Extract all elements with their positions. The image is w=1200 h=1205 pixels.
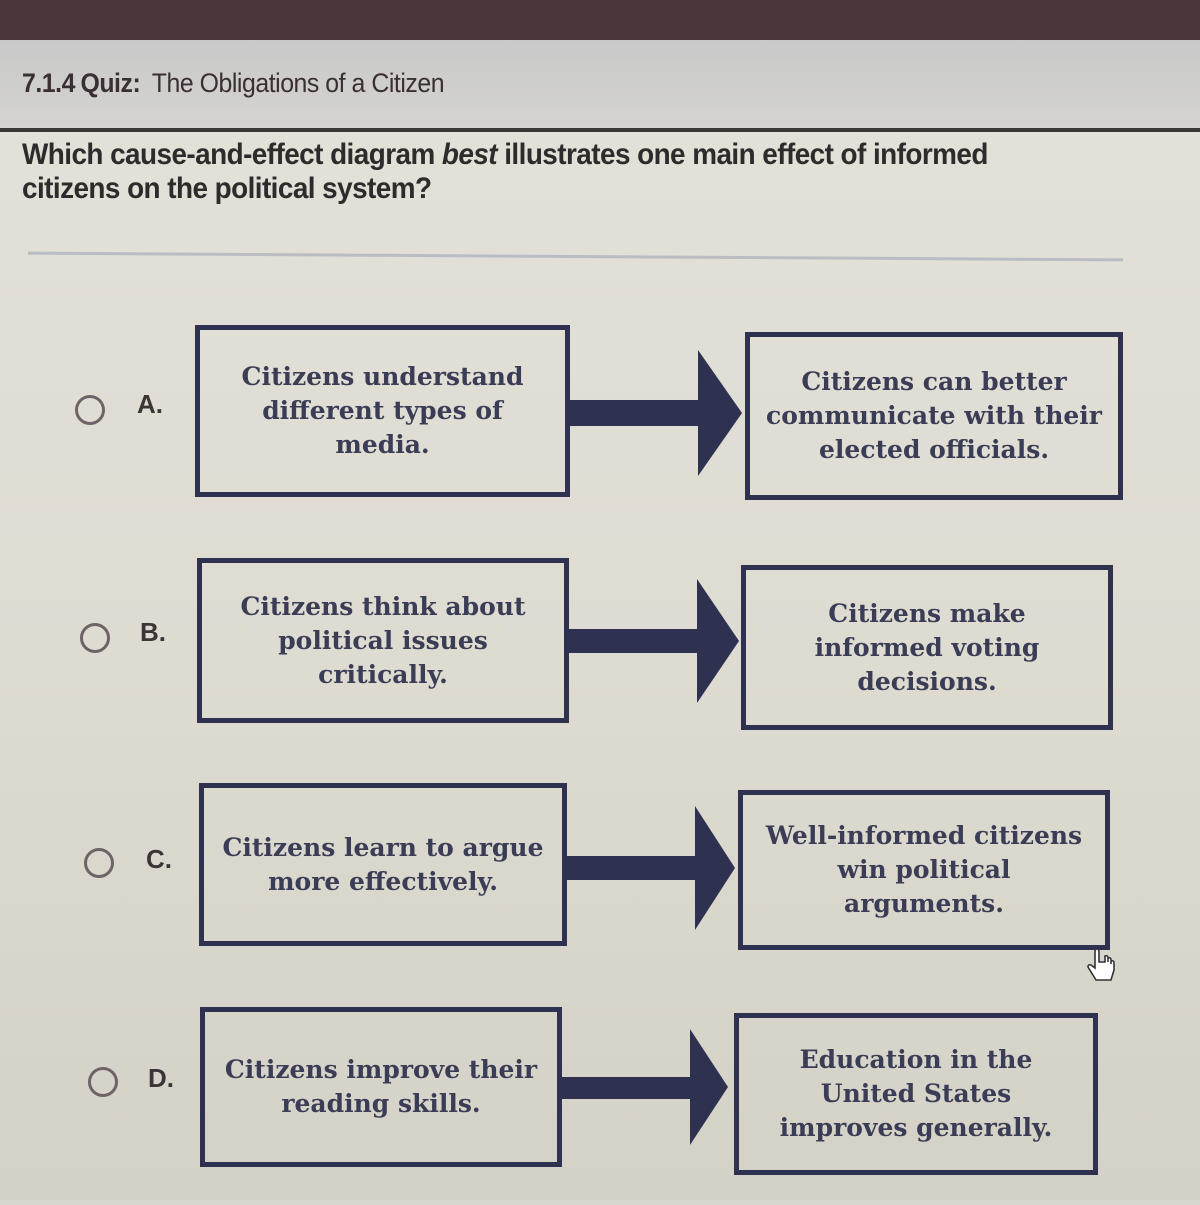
quiz-number: 7.1.4 [22, 68, 75, 98]
option-c[interactable]: C. Citizens learn to argue more effectiv… [0, 780, 1200, 980]
arrow-head [698, 350, 742, 476]
option-letter-c: C. [146, 844, 172, 874]
effect-text-b: Citizens make informed voting decisions. [814, 598, 1040, 696]
option-letter-a: A. [137, 389, 163, 419]
arrow-shaft [563, 856, 703, 880]
option-d[interactable]: D. Citizens improve their reading skills… [0, 1005, 1200, 1205]
arrow-shaft [566, 400, 706, 426]
cause-text-a: Citizens understand different types of m… [241, 362, 524, 459]
option-a[interactable]: A. Citizens understand different types o… [0, 320, 1200, 520]
quiz-title-text: The Obligations of a Citizen [151, 68, 445, 98]
arrow-right-icon [566, 350, 742, 476]
radio-button-a[interactable] [75, 395, 105, 425]
quiz-header-bar [0, 40, 1200, 132]
effect-text-a: Citizens can better communicate with the… [766, 367, 1102, 464]
effect-text-d: Education in the United States improves … [779, 1045, 1053, 1142]
arrow-shaft [565, 629, 705, 653]
effect-box-d: Education in the United States improves … [734, 1013, 1098, 1175]
cause-text-c: Citizens learn to argue more effectively… [222, 832, 544, 896]
cause-box-d: Citizens improve their reading skills. [200, 1007, 562, 1167]
arrow-right-icon [565, 579, 739, 703]
question-emphasis: best [441, 138, 498, 171]
quiz-label: Quiz: [80, 68, 141, 98]
arrow-right-icon [563, 806, 735, 930]
cause-text-b: Citizens think about political issues cr… [240, 591, 526, 689]
cause-box-b: Citizens think about political issues cr… [197, 558, 569, 723]
radio-button-d[interactable] [88, 1067, 118, 1097]
arrow-head [695, 806, 735, 930]
effect-box-b: Citizens make informed voting decisions. [741, 565, 1113, 730]
radio-button-b[interactable] [80, 623, 110, 653]
effect-text-c: Well-informed citizens win political arg… [765, 821, 1083, 918]
option-letter-b: B. [140, 617, 166, 647]
question-text: Which cause-and-effect diagram best illu… [22, 138, 988, 205]
top-dark-bar [0, 0, 1200, 40]
radio-button-c[interactable] [84, 848, 114, 878]
option-b[interactable]: B. Citizens think about political issues… [0, 555, 1200, 755]
cause-box-a: Citizens understand different types of m… [195, 325, 570, 497]
effect-box-a: Citizens can better communicate with the… [745, 332, 1123, 500]
arrow-head [690, 1029, 728, 1145]
effect-box-c: Well-informed citizens win political arg… [738, 790, 1110, 950]
cause-text-d: Citizens improve their reading skills. [224, 1055, 538, 1118]
hand-pointer-cursor-icon [1087, 948, 1115, 981]
arrow-right-icon [560, 1029, 728, 1145]
option-letter-d: D. [148, 1063, 174, 1093]
arrow-head [697, 579, 739, 703]
arrow-shaft [560, 1077, 700, 1099]
cause-box-c: Citizens learn to argue more effectively… [199, 783, 567, 946]
